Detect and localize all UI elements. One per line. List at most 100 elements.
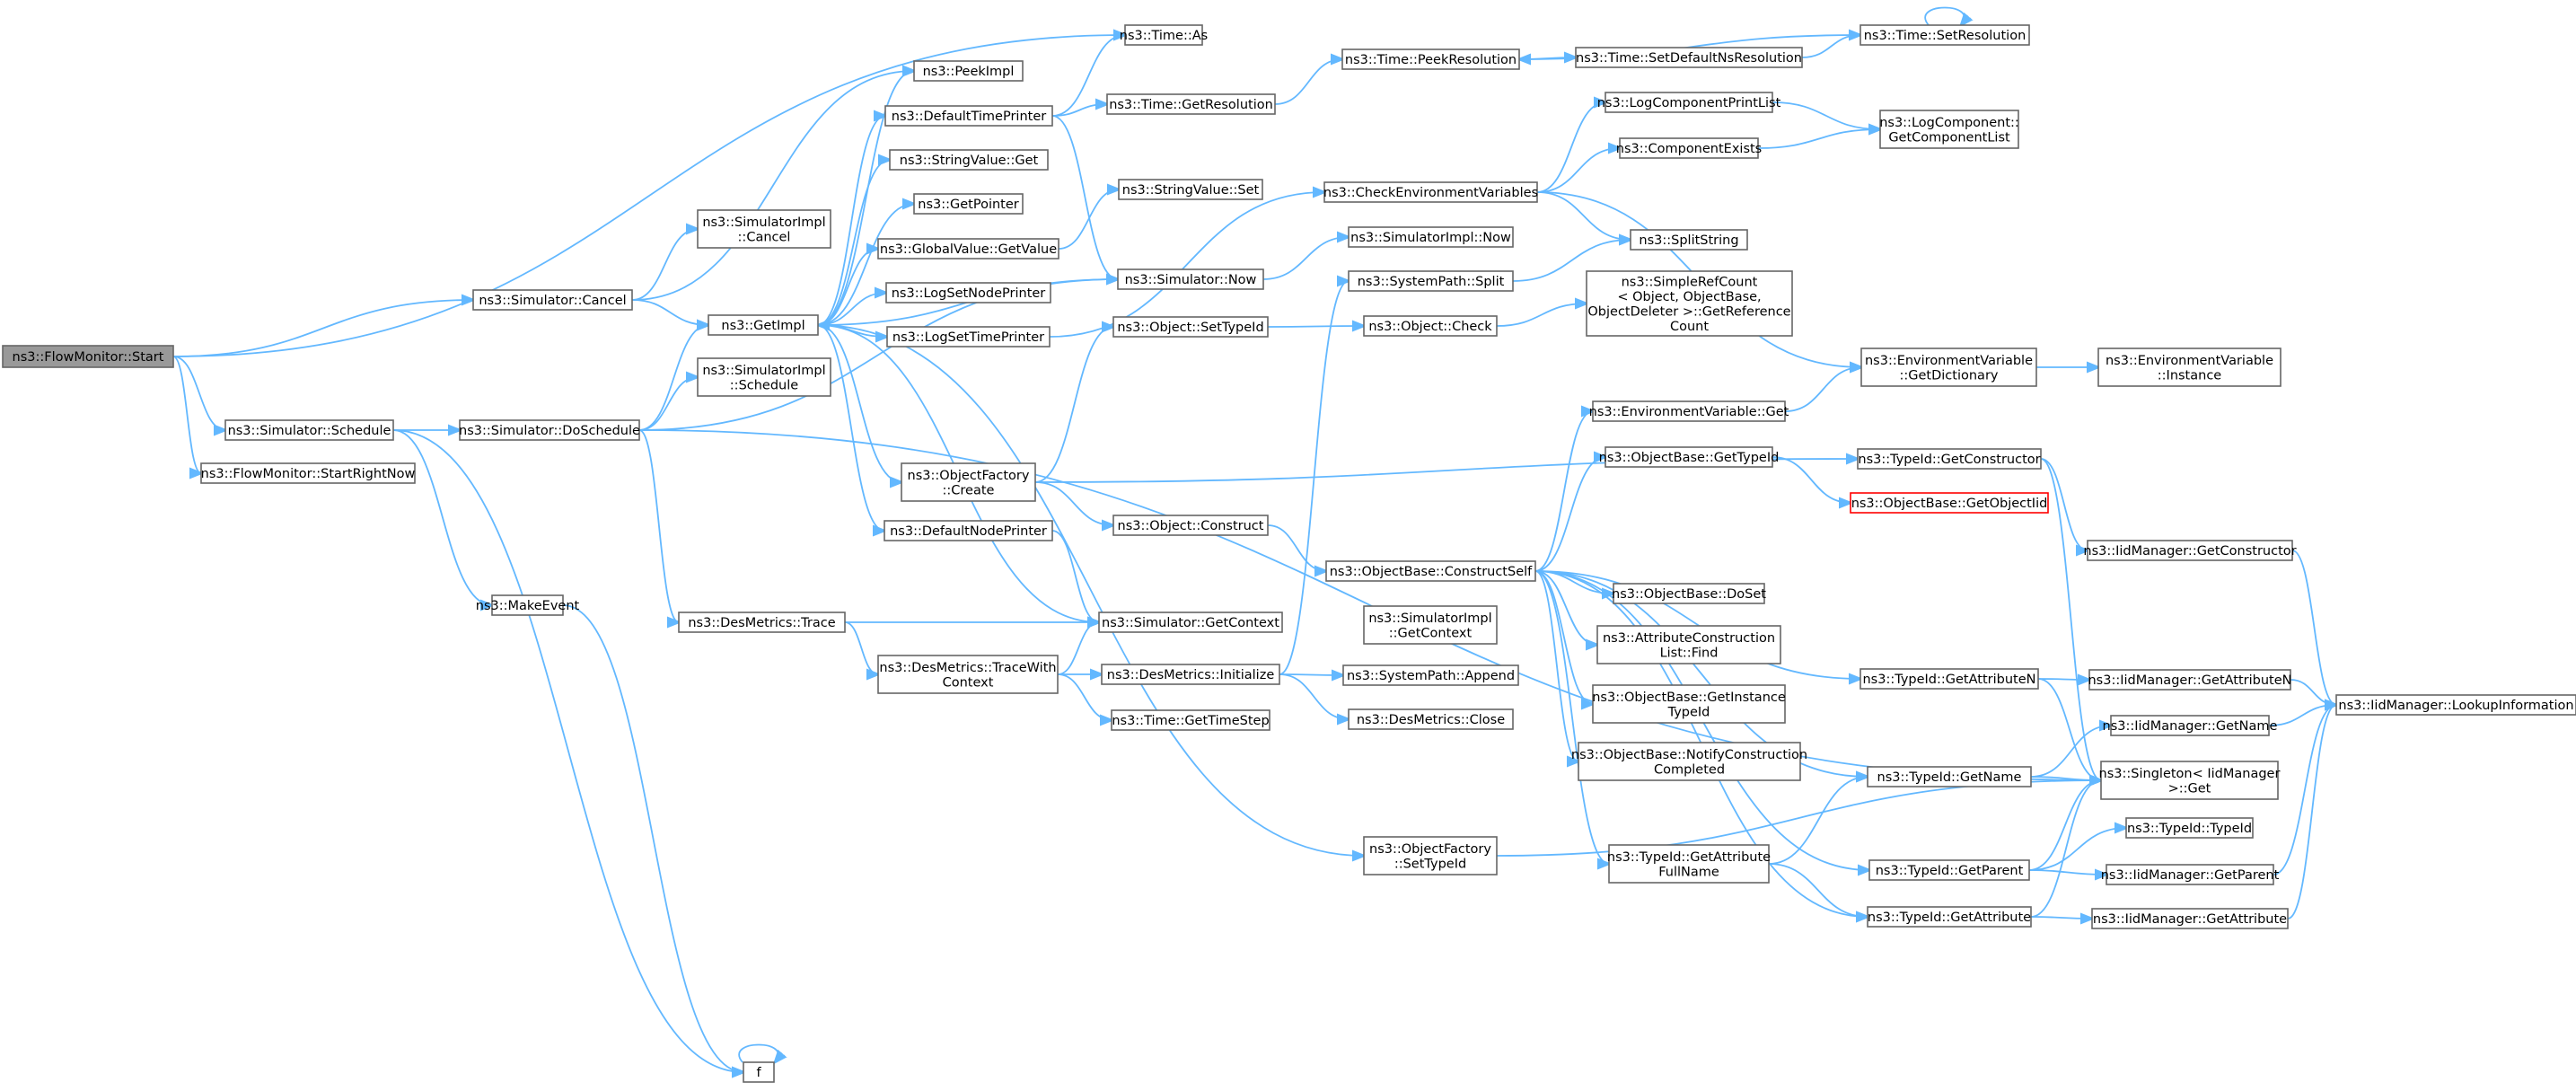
node-env-var-instance[interactable]: ns3::EnvironmentVariable::Instance: [2097, 348, 2281, 387]
node-obj-factory-set-type-id[interactable]: ns3::ObjectFactory::SetTypeId: [1363, 836, 1498, 875]
node-cancel[interactable]: ns3::Simulator::Cancel: [472, 289, 633, 311]
edge-obj-base-construct-self-to-obj-base-get-instance: [1534, 570, 1593, 704]
node-des-initialize[interactable]: ns3::DesMetrics::Initialize: [1101, 664, 1280, 685]
node-box: [884, 520, 1053, 541]
node-log-set-node-printer[interactable]: ns3::LogSetNodePrinter: [885, 282, 1051, 304]
node-iid-get-constructor[interactable]: ns3::IidManager::GetConstructor: [2083, 540, 2297, 561]
node-schedule[interactable]: ns3::Simulator::Schedule: [224, 419, 394, 441]
node-time-get-resolution[interactable]: ns3::Time::GetResolution: [1106, 93, 1276, 115]
node-iid-get-attribute-n[interactable]: ns3::IidManager::GetAttributeN: [2088, 669, 2292, 691]
node-time-set-resolution[interactable]: ns3::Time::SetResolution: [1859, 24, 2030, 46]
node-obj-base-get-type-id[interactable]: ns3::ObjectBase::GetTypeId: [1599, 446, 1780, 468]
edge-do-schedule-to-singleton-get: [638, 429, 2101, 780]
node-get-impl[interactable]: ns3::GetImpl: [708, 314, 819, 336]
node-type-id-type-id[interactable]: ns3::TypeId::TypeId: [2125, 817, 2254, 839]
node-sim-get-context[interactable]: ns3::Simulator::GetContext: [1098, 611, 1283, 633]
node-singleton-get[interactable]: ns3::Singleton< IidManager >::Get: [2099, 761, 2281, 800]
edge-start-to-schedule: [172, 356, 225, 430]
node-label: Count: [1670, 320, 1709, 334]
node-sim-impl-get-context[interactable]: ns3::SimulatorImpl::GetContext: [1363, 605, 1498, 645]
node-box: [697, 209, 831, 249]
node-set-default-ns-res[interactable]: ns3::Time::SetDefaultNsResolution: [1575, 47, 1803, 68]
node-type-id-get-attribute[interactable]: ns3::TypeId::GetAttribute: [1867, 906, 2032, 928]
node-peek-impl[interactable]: ns3::PeekImpl: [913, 60, 1024, 82]
node-start[interactable]: ns3::FlowMonitor::Start: [2, 345, 174, 368]
node-box: [886, 326, 1051, 348]
node-env-var-get-dict[interactable]: ns3::EnvironmentVariable::GetDictionary: [1860, 348, 2037, 387]
node-log-set-time-printer[interactable]: ns3::LogSetTimePrinter: [886, 326, 1051, 348]
edge-object-factory-create-to-object-set-type-id: [1034, 327, 1113, 483]
node-obj-base-notify[interactable]: ns3::ObjectBase::NotifyConstructionCompl…: [1571, 742, 1807, 781]
edge-component-exists-to-log-comp-get-list: [1757, 129, 1880, 149]
node-impl-cancel[interactable]: ns3::SimulatorImpl::Cancel: [697, 209, 831, 249]
node-global-value-get-value[interactable]: ns3::GlobalValue::GetValue: [877, 238, 1059, 260]
node-env-var-get[interactable]: ns3::EnvironmentVariable::Get: [1589, 400, 1789, 422]
node-iid-get-attribute[interactable]: ns3::IidManager::GetAttribute: [2091, 908, 2289, 929]
node-system-path-append[interactable]: ns3::SystemPath::Append: [1342, 664, 1519, 686]
node-iid-get-parent[interactable]: ns3::IidManager::GetParent: [2101, 864, 2280, 885]
node-label: ns3::SimulatorImpl::Now: [1350, 231, 1511, 245]
node-do-schedule[interactable]: ns3::Simulator::DoSchedule: [459, 419, 640, 441]
node-des-trace[interactable]: ns3::DesMetrics::Trace: [678, 611, 846, 633]
node-iid-lookup-info[interactable]: ns3::IidManager::LookupInformation: [2335, 694, 2576, 716]
node-sim-impl-now[interactable]: ns3::SimulatorImpl::Now: [1348, 226, 1514, 248]
node-f[interactable]: f: [743, 1061, 775, 1083]
edge-get-impl-to-get-pointer: [817, 204, 914, 326]
edge-get-impl-to-string-value-get: [817, 160, 890, 326]
node-label: ns3::SimulatorImpl: [1368, 611, 1491, 626]
node-type-id-get-attribute-n[interactable]: ns3::TypeId::GetAttributeN: [1859, 668, 2039, 690]
node-system-path-split[interactable]: ns3::SystemPath::Split: [1348, 270, 1514, 292]
node-obj-base-get-object-iid[interactable]: ns3::ObjectBase::GetObjectIid: [1850, 492, 2049, 514]
node-object-construct[interactable]: ns3::Object::Construct: [1112, 515, 1269, 536]
node-obj-base-do-set[interactable]: ns3::ObjectBase::DoSet: [1612, 583, 1766, 604]
node-box: [1592, 684, 1786, 724]
node-box: [1363, 605, 1498, 645]
node-get-pointer[interactable]: ns3::GetPointer: [913, 193, 1024, 215]
node-obj-base-construct-self[interactable]: ns3::ObjectBase::ConstructSelf: [1325, 560, 1536, 582]
edge-type-id-get-attr-full-name-to-type-id-get-name: [1768, 777, 1868, 865]
node-box: [1860, 348, 2037, 387]
node-box: [2091, 908, 2289, 929]
node-simple-ref-count[interactable]: ns3::SimpleRefCount< Object, ObjectBase,…: [1586, 270, 1793, 337]
node-label: ns3::Time::SetResolution: [1864, 29, 2027, 43]
node-string-value-set[interactable]: ns3::StringValue::Set: [1118, 179, 1263, 200]
node-object-factory-create[interactable]: ns3::ObjectFactory::Create: [901, 462, 1036, 502]
node-box: [1867, 906, 2032, 928]
edge-trace-with-context-to-time-get-time-step: [1057, 673, 1112, 720]
node-object-check[interactable]: ns3::Object::Check: [1363, 315, 1498, 337]
edge-f-to-f: [738, 1043, 778, 1063]
node-object-set-type-id[interactable]: ns3::Object::SetTypeId: [1112, 316, 1269, 338]
node-box: [1857, 448, 2042, 470]
node-make-event[interactable]: ns3::MakeEvent: [476, 594, 580, 616]
node-default-node-printer[interactable]: ns3::DefaultNodePrinter: [884, 520, 1053, 541]
node-type-id-get-name[interactable]: ns3::TypeId::GetName: [1867, 766, 2032, 787]
node-iid-get-name[interactable]: ns3::IidManager::GetName: [2103, 715, 2278, 736]
node-time-peek-resolution[interactable]: ns3::Time::PeekResolution: [1341, 48, 1520, 70]
node-label: ::Schedule: [730, 378, 798, 392]
node-box: [1575, 47, 1803, 68]
node-type-id-get-constructor[interactable]: ns3::TypeId::GetConstructor: [1857, 448, 2042, 470]
node-component-exists[interactable]: ns3::ComponentExists: [1616, 137, 1763, 159]
edge-do-schedule-to-get-impl: [638, 325, 708, 431]
edge-type-id-get-parent-to-iid-get-parent: [2028, 870, 2106, 875]
node-label: ObjectDeleter >::GetReference: [1587, 304, 1790, 319]
node-split-string[interactable]: ns3::SplitString: [1630, 229, 1748, 251]
node-impl-schedule[interactable]: ns3::SimulatorImpl::Schedule: [697, 357, 831, 397]
node-check-env-vars[interactable]: ns3::CheckEnvironmentVariables: [1323, 181, 1538, 203]
node-time-get-time-step[interactable]: ns3::Time::GetTimeStep: [1111, 709, 1270, 731]
node-start-right-now[interactable]: ns3::FlowMonitor::StartRightNow: [200, 462, 416, 484]
node-box: [2125, 817, 2254, 839]
edge-get-impl-to-peek-impl: [817, 71, 914, 326]
node-simulator-now[interactable]: ns3::Simulator::Now: [1117, 268, 1264, 290]
node-log-comp-get-list[interactable]: ns3::LogComponent::GetComponentList: [1879, 110, 2019, 149]
node-time-as[interactable]: ns3::Time::As: [1120, 24, 1208, 46]
node-log-comp-print-list[interactable]: ns3::LogComponentPrintList: [1597, 92, 1781, 113]
node-des-close[interactable]: ns3::DesMetrics::Close: [1348, 708, 1514, 730]
node-default-time-printer[interactable]: ns3::DefaultTimePrinter: [884, 105, 1053, 127]
node-type-id-get-parent[interactable]: ns3::TypeId::GetParent: [1868, 859, 2030, 881]
node-string-value-get[interactable]: ns3::StringValue::Get: [889, 149, 1049, 171]
